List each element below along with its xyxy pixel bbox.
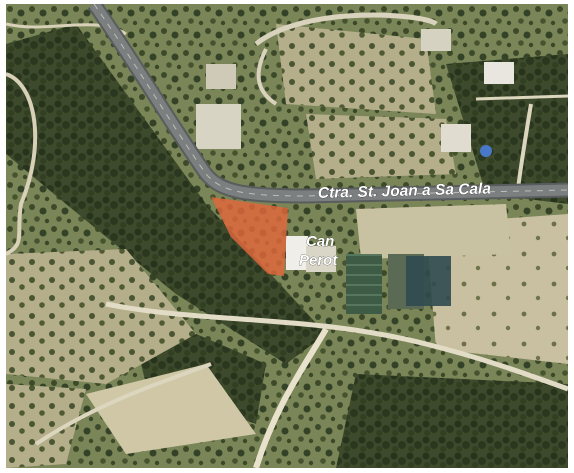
orchard-north (276, 24, 436, 114)
building-can-perot (286, 236, 308, 270)
field-south (86, 364, 256, 454)
orchard-west (6, 249, 196, 384)
forest-slope (6, 24, 326, 364)
water-tank (480, 145, 492, 157)
main-road-centerline (93, 4, 568, 197)
aerial-map-canvas: Ctra. St. Joan a Sa Cala Can Perot (6, 4, 568, 468)
aerial-map[interactable]: Ctra. St. Joan a Sa Cala Can Perot (6, 4, 568, 468)
field-center (356, 204, 511, 259)
building-can-perot-annex (306, 246, 336, 272)
track-east (516, 103, 533, 190)
highlighted-plot[interactable] (211, 197, 288, 276)
forest-south (336, 374, 568, 468)
building-east (441, 124, 471, 152)
track-north (254, 12, 438, 46)
building-farmhouse (196, 104, 241, 149)
road-label: Ctra. St. Joan a Sa Cala (318, 180, 492, 202)
orchard-center (306, 114, 456, 179)
place-label-can: Can (306, 233, 334, 250)
track-east-spur (475, 94, 568, 101)
building-northeast (484, 62, 514, 84)
track-south (253, 327, 329, 468)
orchard-southwest (6, 384, 86, 468)
forest-east (446, 54, 568, 204)
building-top (421, 29, 451, 51)
track-main-lower (105, 301, 568, 392)
track-north-bend (256, 48, 278, 106)
place-label-perot: Perot (299, 252, 338, 269)
building-north (206, 64, 236, 89)
vegetable-plot-1 (346, 254, 382, 314)
track-southwest (34, 362, 212, 446)
track-west (6, 72, 38, 256)
vegetable-plot-3 (406, 256, 451, 306)
